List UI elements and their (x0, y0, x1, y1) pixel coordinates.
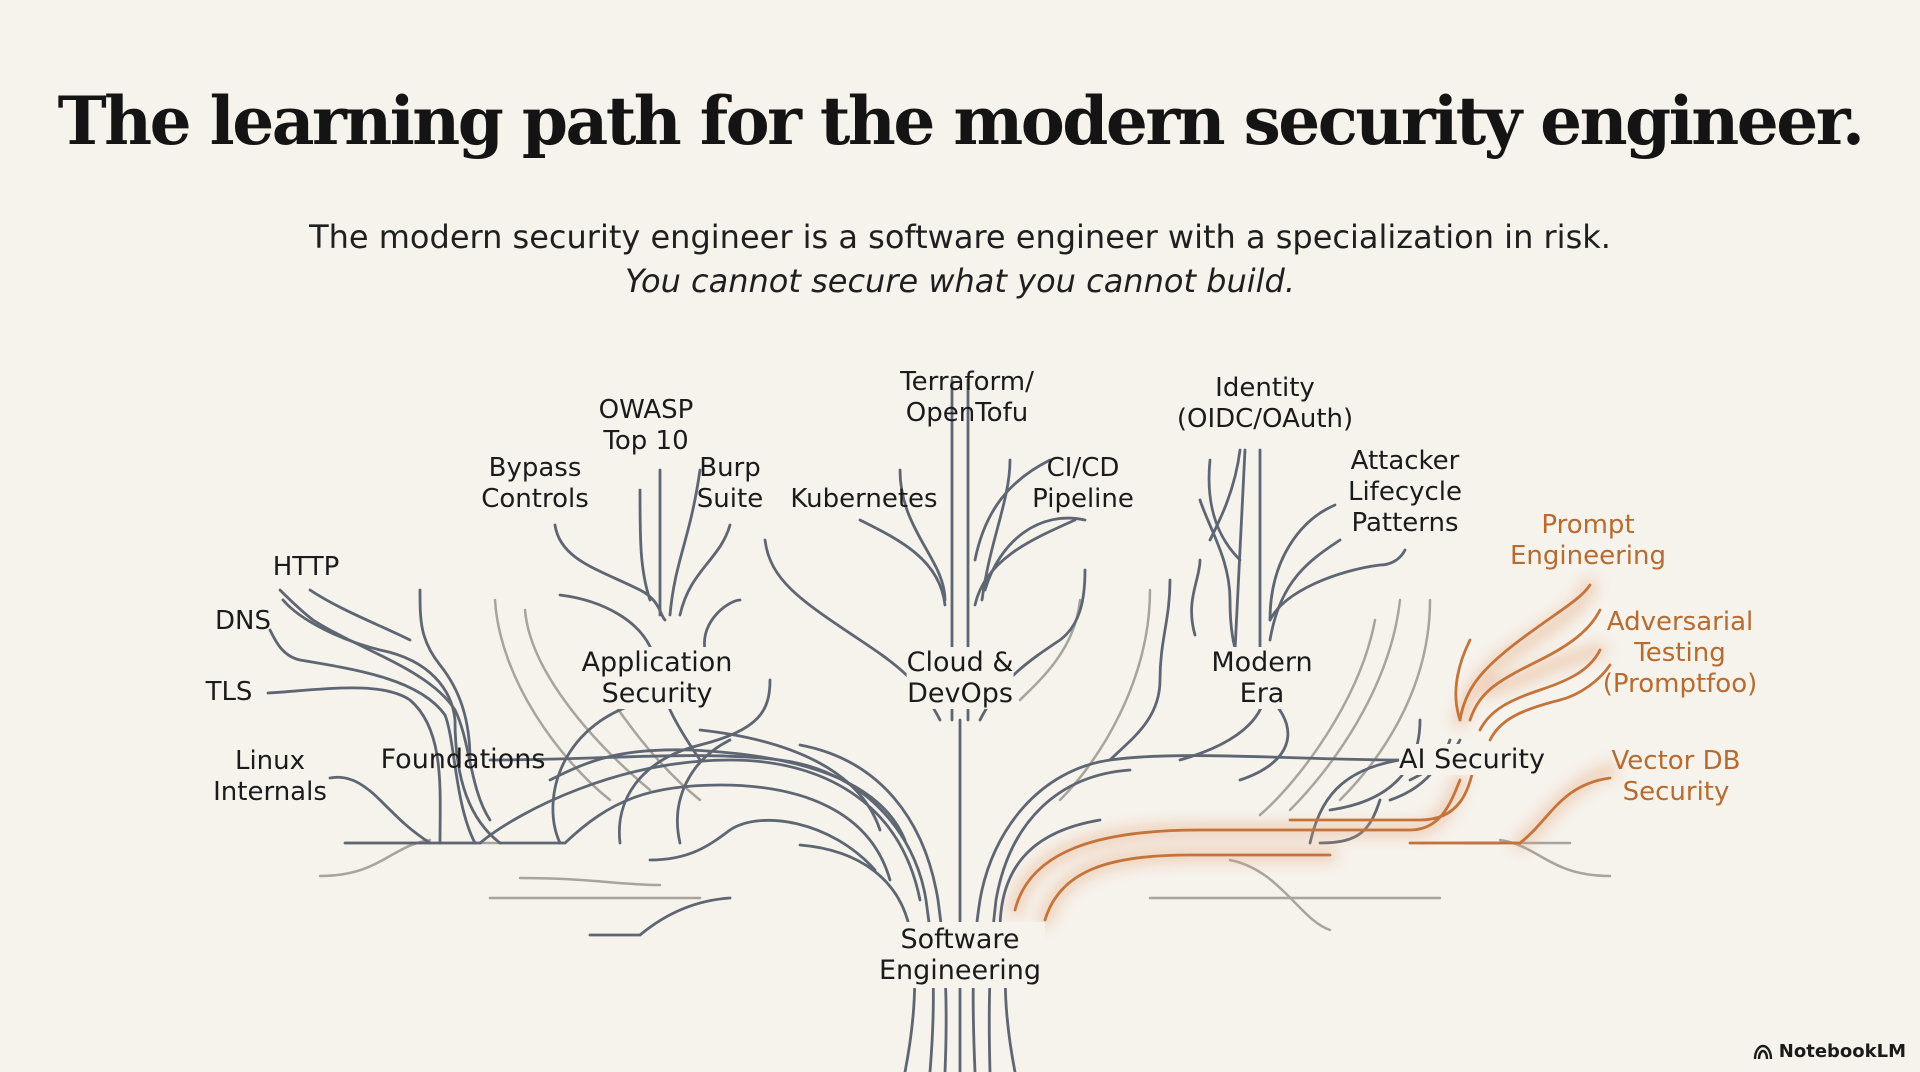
leaf-terraform-opentofu: Terraform/ OpenTofu (900, 367, 1034, 428)
leaf-dns: DNS (215, 606, 271, 636)
leaf-http: HTTP (272, 552, 340, 582)
leaf-tls: TLS (205, 677, 253, 707)
leaf-attacker-lifecycle-patterns: Attacker Lifecycle Patterns (1347, 446, 1463, 538)
node-foundations: Foundations (380, 744, 546, 775)
brand-watermark: NotebookLM (1753, 1041, 1906, 1062)
leaf-prompt-engineering: Prompt Engineering (1510, 510, 1666, 571)
node-modern-era: Modern Era (1211, 647, 1313, 709)
leaf-owasp-top-10: OWASP Top 10 (598, 395, 694, 456)
brand-name: NotebookLM (1778, 1041, 1906, 1062)
node-application-security: Application Security (581, 647, 733, 709)
node-ai-security: AI Security (1399, 744, 1545, 775)
leaf-kubernetes: Kubernetes (790, 484, 938, 514)
leaf-cicd-pipeline: CI/CD Pipeline (1032, 453, 1134, 514)
node-software-engineering: Software Engineering (875, 922, 1045, 988)
background-branches (318, 588, 1612, 932)
leaf-identity: Identity (OIDC/OAuth) (1176, 373, 1354, 434)
subtitle: The modern security engineer is a softwa… (309, 218, 1611, 256)
tagline: You cannot secure what you cannot build. (624, 262, 1296, 300)
leaf-vector-db-security: Vector DB Security (1611, 746, 1741, 807)
page-title: The learning path for the modern securit… (57, 82, 1865, 160)
leaf-adversarial-testing: Adversarial Testing (Promptfoo) (1602, 607, 1758, 699)
notebooklm-logo-icon (1753, 1044, 1772, 1059)
ai-security-branch (1008, 578, 1617, 927)
leaf-bypass-controls: Bypass Controls (481, 453, 589, 514)
leaf-burp-suite: Burp Suite (696, 453, 764, 514)
leaf-linux-internals: Linux Internals (213, 746, 327, 807)
node-cloud-devops: Cloud & DevOps (906, 647, 1014, 709)
